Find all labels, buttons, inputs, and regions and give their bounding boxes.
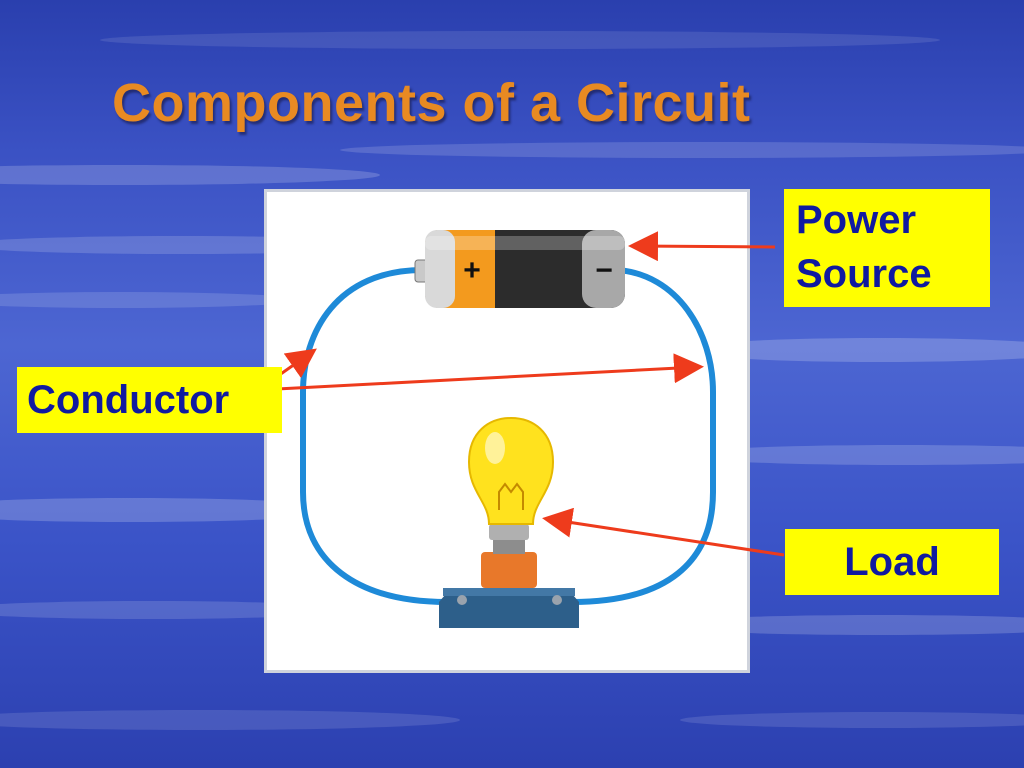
power-source-label-line1: Power [796,198,917,242]
battery-negative-symbol: − [595,254,613,287]
light-bulb-icon [439,416,579,628]
load-arrow [542,507,785,557]
wire-loop [300,267,716,605]
battery-icon: + − [414,230,625,308]
battery-positive-symbol: + [463,254,481,287]
conductor-label: Conductor [17,367,282,433]
slide-title: Components of a Circuit [112,73,751,133]
load-label: Load [785,529,999,595]
power-source-arrow [628,231,776,262]
power-source-label: Power Source [784,189,990,307]
conductor-arrow-right [257,353,704,392]
circuit-diagram: + − [300,230,716,628]
circuit-diagram-panel: + − [264,189,750,673]
power-source-label-line2: Source [796,252,932,296]
